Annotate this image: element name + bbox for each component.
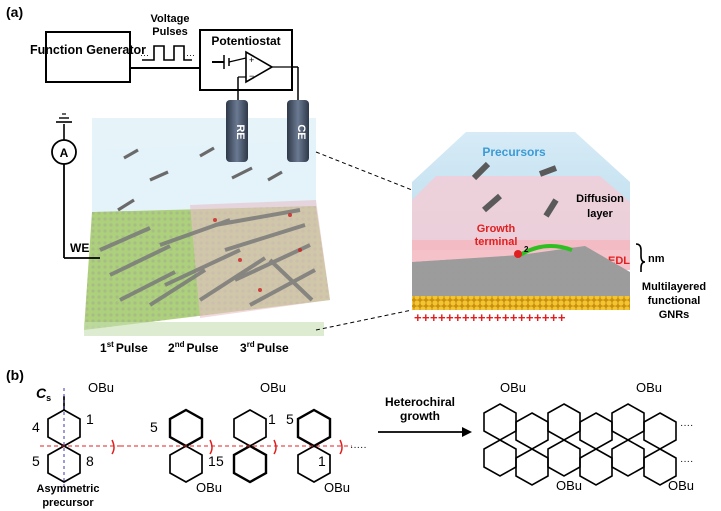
multilayer-label-3: GNRs [659, 309, 690, 321]
function-generator-box [45, 31, 131, 83]
precursors-label: Precursors [482, 145, 546, 159]
ce-label: CE [295, 124, 307, 139]
ammeter-label: A [60, 146, 69, 160]
zoom-precursors [471, 161, 559, 218]
svg-text:·····: ····· [350, 442, 367, 453]
diffusion-label-1: Diffusion [576, 193, 624, 205]
num-5-b: 5 [150, 419, 158, 435]
zoom-line-bottom [315, 309, 413, 331]
counter-electrode [287, 100, 309, 162]
diffusion-layer [412, 176, 630, 250]
heterochiral-label: Heterochiral [385, 395, 455, 409]
panel-b-label: (b) [6, 367, 24, 383]
re-label: RE [234, 124, 246, 139]
num-8: 8 [86, 453, 94, 469]
growth-superscript: 2 [524, 245, 529, 254]
num-1-d: 1 [318, 453, 326, 469]
cs-label: Cs [36, 385, 51, 403]
growth-arrow-green [518, 244, 573, 257]
svg-text:···: ··· [186, 50, 195, 60]
pulse-waveform [142, 45, 192, 61]
growth-label-1: Growth [477, 223, 516, 235]
growth-label: growth [400, 409, 440, 423]
gnr-ribbons [99, 208, 316, 307]
obu-1: OBu [88, 380, 114, 395]
multilayer-label-1: Multilayered [642, 281, 706, 293]
obu-product-4: OBu [668, 478, 694, 493]
num-1: 1 [86, 411, 94, 427]
nm-bracket [635, 243, 646, 272]
num-1-c: 1 [268, 411, 276, 427]
precursor-4 [296, 408, 332, 483]
obu-product-1: OBu [500, 380, 526, 395]
obu-2: OBu [196, 480, 222, 495]
num-5-c: 5 [216, 453, 224, 469]
num-1-b: 1 [208, 453, 216, 469]
num-5-d: 5 [286, 411, 294, 427]
obu-product-3: OBu [556, 478, 582, 493]
diffusion-label-2: layer [587, 208, 613, 220]
surface-charges: +++++++++++++++++++ [414, 310, 566, 325]
obu-4: OBu [324, 480, 350, 495]
function-generator-label-1: Function Generator [30, 43, 146, 57]
voltage-label: Voltage [151, 13, 190, 25]
asym-label-2: precursor [42, 497, 94, 509]
we-label: WE [70, 241, 89, 255]
pulses-label: Pulses [152, 26, 187, 38]
potentiostat-label: Potentiostat [211, 34, 280, 48]
floating-precursors [117, 146, 283, 212]
zoom-line-top [315, 151, 413, 191]
svg-text:+: + [249, 55, 254, 65]
growth-terminal-dot [514, 250, 522, 258]
svg-text:···: ··· [140, 50, 149, 60]
svg-text:····: ···· [680, 456, 693, 467]
num-4: 4 [32, 419, 40, 435]
reference-electrode [226, 100, 248, 162]
rotation-icon-1 [111, 439, 115, 455]
num-5: 5 [32, 453, 40, 469]
asym-label-1: Asymmetric [37, 483, 100, 495]
svg-text:−: − [249, 71, 254, 81]
gold-substrate [412, 296, 630, 310]
svg-text:····: ···· [680, 420, 693, 431]
obu-3: OBu [260, 380, 286, 395]
panel-a-label: (a) [6, 4, 23, 20]
obu-product-2: OBu [636, 380, 662, 395]
growth-label-2: terminal [475, 236, 518, 248]
multilayer-label-2: functional [648, 295, 701, 307]
gnr-product [483, 403, 677, 486]
op-amp-icon [245, 50, 274, 84]
nm-label: nm [648, 253, 665, 265]
